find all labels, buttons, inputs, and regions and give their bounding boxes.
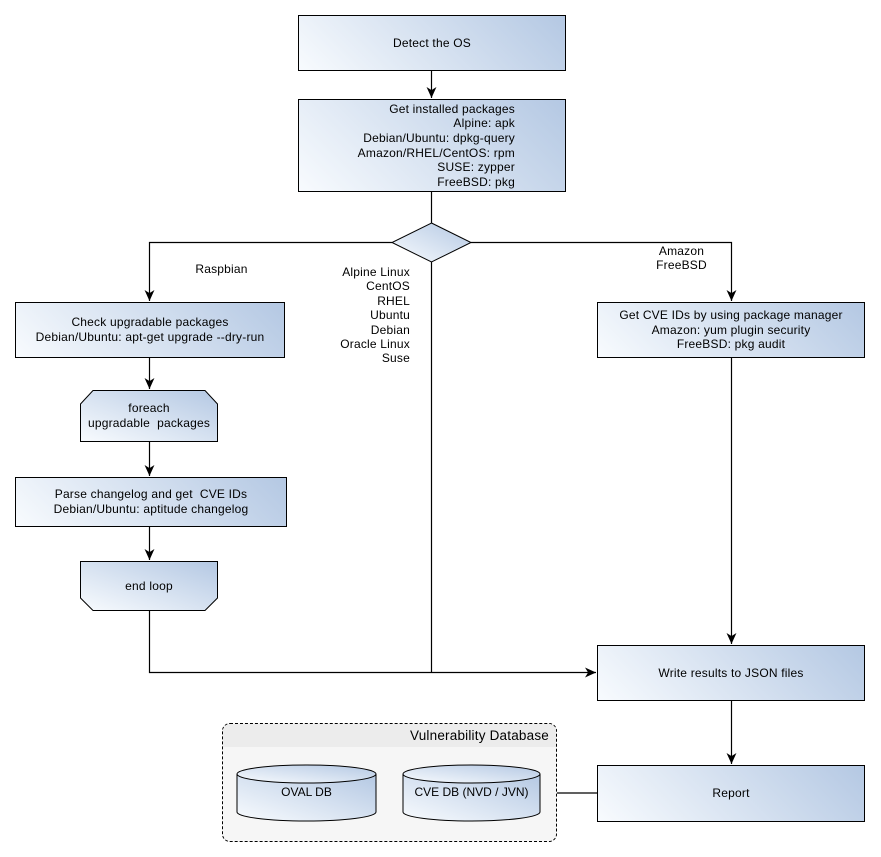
node-report-label: Report: [712, 786, 750, 801]
node-detect-os: Detect the OS: [298, 15, 566, 71]
node-get-installed-packages: Get installed packages Alpine: apk Debia…: [298, 99, 566, 192]
node-write-results-label: Write results to JSON files: [658, 665, 804, 680]
node-write-results: Write results to JSON files: [597, 645, 865, 701]
decision-os-diamond: [390, 222, 473, 263]
node-check-upgradable-packages: Check upgradable packages Debian/Ubuntu:…: [15, 302, 285, 358]
end-loop-shape: [80, 561, 218, 611]
node-get-installed-packages-label: Get installed packages Alpine: apk Debia…: [357, 101, 515, 189]
foreach-loop-shape: [80, 390, 218, 442]
node-report: Report: [597, 765, 865, 822]
edge-decision-to-check-upgradable: [144, 241, 392, 301]
branch-label-os-list: Alpine Linux CentOS RHEL Ubuntu Debian O…: [340, 265, 410, 366]
cve-db-cylinder: [402, 764, 541, 822]
oval-db-cylinder: [236, 764, 377, 822]
node-get-cve-ids: Get CVE IDs by using package manager Ama…: [597, 302, 865, 358]
node-check-upgradable-label: Check upgradable packages Debian/Ubuntu:…: [35, 315, 265, 344]
vulnerability-db-title: Vulnerability Database: [410, 728, 549, 743]
vulnerability-db-header: Vulnerability Database: [223, 724, 556, 747]
edge-decision-to-get-cve: [471, 241, 737, 301]
node-parse-changelog: Parse changelog and get CVE IDs Debian/U…: [15, 477, 287, 527]
node-get-cve-ids-label: Get CVE IDs by using package manager Ama…: [619, 308, 843, 352]
branch-label-raspbian: Raspbian: [195, 262, 248, 276]
node-parse-changelog-label: Parse changelog and get CVE IDs Debian/U…: [53, 487, 249, 516]
edge-endloop-to-write-results: [148, 610, 596, 678]
branch-label-amazon-freebsd: Amazon FreeBSD: [656, 244, 707, 272]
node-detect-os-label: Detect the OS: [393, 35, 471, 50]
